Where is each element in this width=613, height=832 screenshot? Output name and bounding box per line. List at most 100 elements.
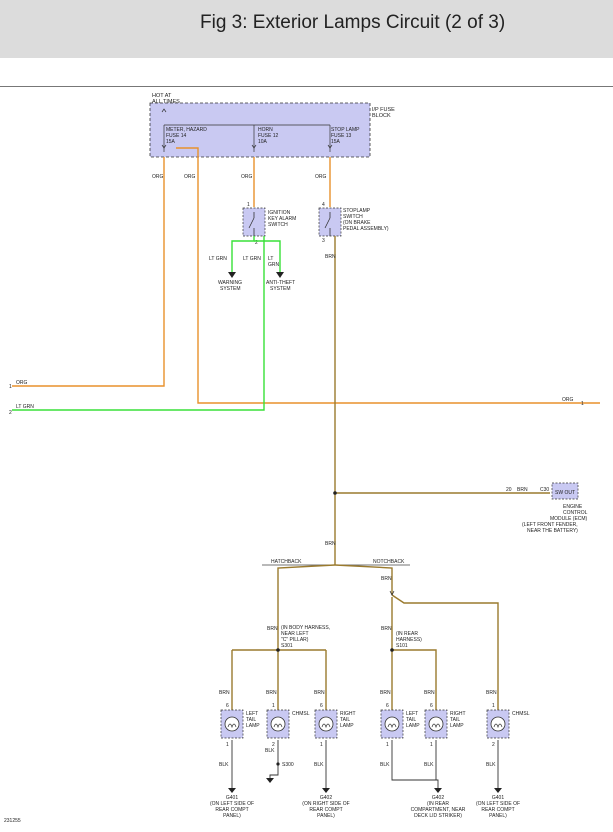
wire-label-org-1: ORG [152,174,164,180]
ground-icon [434,788,442,793]
wire-label-blk-3: BLK [314,762,324,768]
stoplamp-switch-contact [324,212,331,236]
figure-title: Fig 3: Exterior Lamps Circuit (2 of 3) [200,12,506,33]
filament-icon [273,723,283,729]
splice-s101-dot [390,648,394,652]
wire-label-brn-trunk-1: BRN [325,254,336,260]
ignition-switch-pin-2: 2 [255,240,258,246]
lt-grn-wires [12,236,281,411]
edge-pin-2: 2 [9,410,12,416]
wire-label-brn-lamp-1: BRN [219,690,230,696]
wire-label-brn-notch-2: BRN [381,626,392,632]
wire-label-org-left: ORG [16,380,28,386]
wire-label-blk-2: BLK [265,748,275,754]
filament-icon [227,723,237,729]
figure-header: Fig 3: Exterior Lamps Circuit (2 of 3) [0,0,613,58]
bulb-icon [224,716,240,732]
lamp-6: 1 2 CHMSL [486,703,530,748]
wire-label-blk-6: BLK [486,762,496,768]
ignition-switch-pin-1: 1 [247,202,250,208]
org-wires [12,147,600,404]
lamp-bottom-pin: 1 [226,742,229,748]
wire-label-blk-4: BLK [380,762,390,768]
wire-label-ltgrn-2: LT GRN [243,256,261,262]
splice-s301-dot [276,648,280,652]
engine-control-module [551,482,579,500]
filament-icon [321,723,331,729]
bulb-icon [384,716,400,732]
wire-label-brn-notch: BRN [381,576,392,582]
ecm-pin: 20 [506,487,512,493]
bulb-icon [270,716,286,732]
wire-label-org-right: ORG [562,397,574,403]
lamp-top-pin: 6 [430,703,433,709]
wire-label-brn-hatch: BRN [267,626,278,632]
brn-trunk-wires [334,236,550,565]
stoplamp-pin-4: 4 [322,202,325,208]
lamp-top-pin: 1 [272,703,275,709]
warning-arrow-icon [228,272,236,278]
hatchback-label: HATCHBACK [271,559,302,565]
lamp-bottom-pin: 1 [320,742,323,748]
ecm-sw-out-label: SW OUT [555,490,575,496]
lamp-label: CHMSL [512,711,530,717]
lamp-bottom-pin: 1 [386,742,389,748]
stoplamp-pin-3: 3 [322,238,325,244]
wire-label-brn-trunk-2: BRN [325,541,336,547]
bulb-icon [428,716,444,732]
wire-label-ltgrn-1: LT GRN [209,256,227,262]
blk-ground-wires [231,740,499,788]
wire-label-ltgrn-left: LT GRN [16,404,34,410]
antitheft-arrow-icon [276,272,284,278]
notchback-label: NOTCHBACK [373,559,405,565]
ecm-connector: C30 [540,487,549,493]
ecm-splice-dot [333,491,337,495]
wire-label-blk-1: BLK [219,762,229,768]
diagram-frame [0,86,613,832]
filament-icon [387,723,397,729]
splice-s301-label: (IN BODY HARNESS,NEAR LEFT"C" PILLAR)S30… [281,625,330,649]
figure-id: 231255 [4,818,21,824]
lamp-top-pin: 6 [320,703,323,709]
filament-icon [493,723,503,729]
lamp-top-pin: 1 [492,703,495,709]
ignition-switch-contact [248,212,255,236]
fuse-block-bus [161,108,333,152]
edge-pin-1: 1 [9,384,12,390]
wire-label-brn-lamp-4: BRN [380,690,391,696]
splice-s300-label: S300 [282,762,294,768]
lamp-bottom-pin: 2 [492,742,495,748]
wire-label-brn-lamp-2: BRN [266,690,277,696]
wire-label-blk-5: BLK [424,762,434,768]
wire-label-brn-lamp-3: BRN [314,690,325,696]
lamp-bottom-pin: 2 [272,742,275,748]
bulb-icon [318,716,334,732]
filament-icon [431,723,441,729]
